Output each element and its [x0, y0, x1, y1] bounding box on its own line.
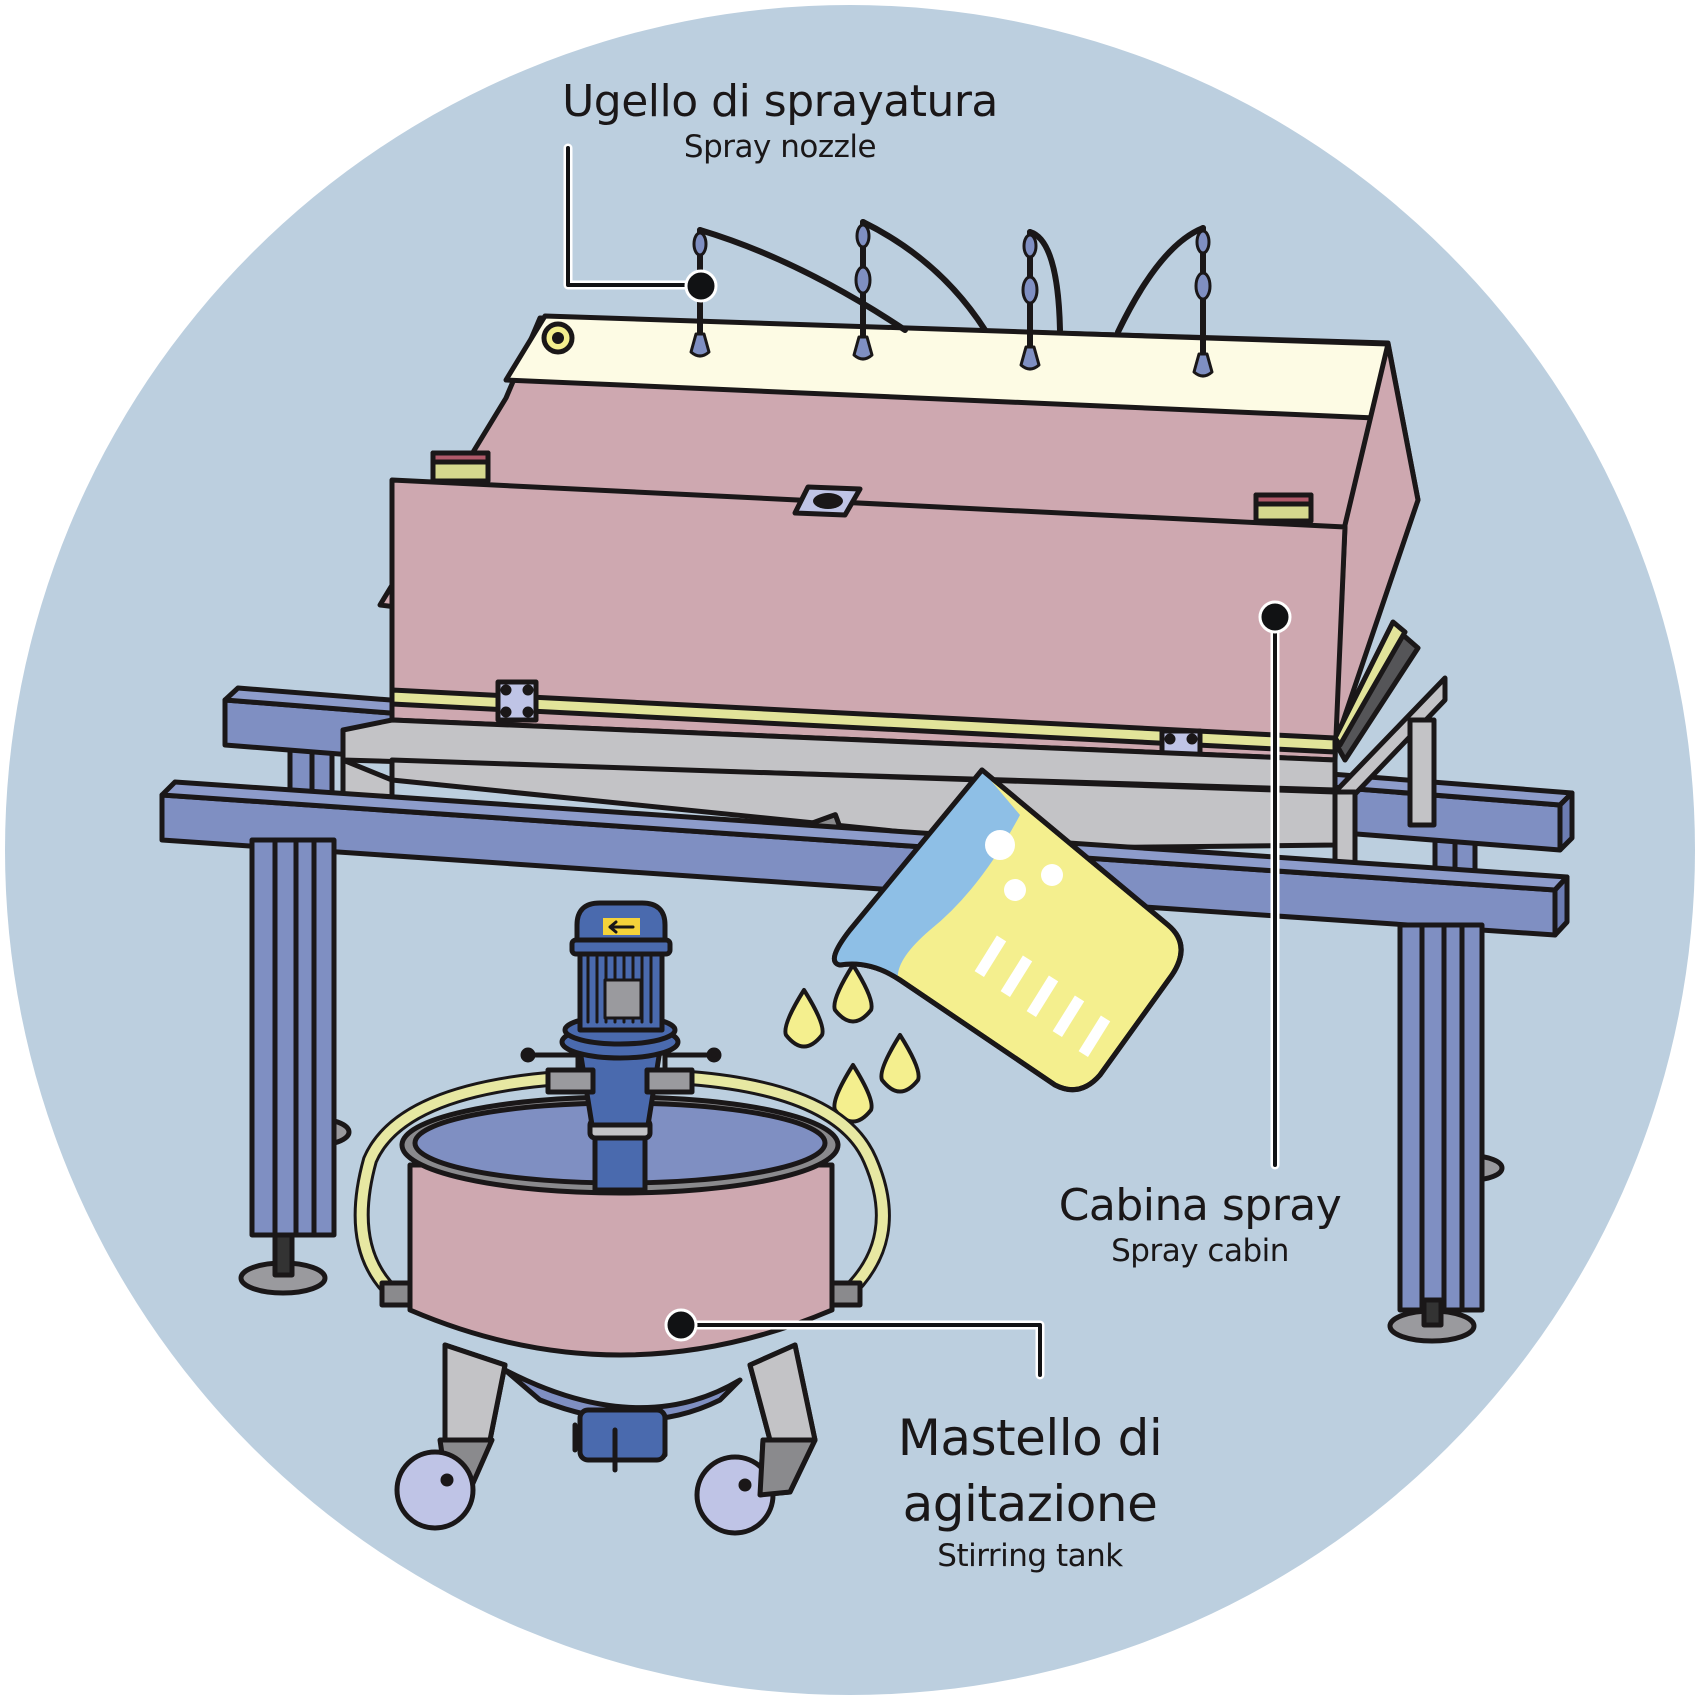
table-frame-front — [159, 779, 1570, 1344]
label-spray-cabin-italian: Cabina spray — [1058, 1180, 1342, 1231]
scale-mark — [1026, 975, 1059, 1017]
label-stirring-tank: Mastello di agitazione Stirring tank — [860, 1405, 1200, 1575]
nozzle-hose — [860, 219, 988, 333]
nozzle-tip — [689, 332, 711, 358]
table-leg — [249, 837, 337, 1238]
label-stirring-tank-italian-2: agitazione — [902, 1475, 1158, 1533]
droplet — [879, 1033, 921, 1094]
nozzle-tip — [852, 335, 874, 361]
scale-mark — [1052, 995, 1085, 1037]
tank-outlet — [577, 1407, 668, 1463]
spray-cabin — [377, 313, 1421, 774]
droplet — [832, 963, 874, 1024]
spray-nozzle — [1019, 229, 1063, 371]
pouring-beaker — [831, 767, 1184, 1093]
table-leg — [1397, 922, 1485, 1313]
valve-left — [520, 1047, 596, 1095]
agitator-motor — [569, 900, 673, 1033]
spray-nozzle — [852, 219, 988, 361]
liquid-droplets — [783, 963, 921, 1124]
callout-stirring-tank — [664, 1308, 1045, 1380]
scale-mark — [1078, 1015, 1111, 1057]
tray-top — [340, 717, 1338, 793]
valve-right — [644, 1047, 722, 1095]
nozzle-tip — [1192, 352, 1214, 378]
nozzle-hose — [697, 227, 908, 333]
label-spray-nozzle-english: Spray nozzle — [683, 129, 877, 165]
tray-bottom — [389, 757, 1338, 851]
caster-wheel — [394, 1449, 476, 1531]
scale-mark — [974, 935, 1007, 977]
label-spray-nozzle-italian: Ugello di sprayatura — [562, 76, 998, 127]
callout-spray-nozzle — [563, 143, 718, 303]
droplet — [832, 1063, 874, 1124]
droplet — [783, 988, 825, 1049]
stirring-tank — [353, 900, 891, 1536]
callouts — [563, 143, 1292, 1380]
label-spray-nozzle: Ugello di sprayatura Spray nozzle — [560, 76, 1000, 166]
rotation-arrow-icon — [608, 920, 635, 934]
cabin-gasket — [389, 687, 1338, 755]
label-stirring-tank-english: Stirring tank — [937, 1538, 1123, 1574]
beaker-scale-marks — [974, 935, 1111, 1057]
label-spray-cabin-english: Spray cabin — [1111, 1233, 1289, 1269]
scale-mark — [1000, 955, 1033, 997]
nozzle-tip — [1019, 345, 1041, 371]
label-stirring-tank-italian-1: Mastello di — [897, 1409, 1163, 1467]
spray-nozzle — [1115, 225, 1214, 378]
label-spray-cabin: Cabina spray Spray cabin — [1030, 1180, 1370, 1270]
drain-tray — [340, 675, 1448, 875]
callout-spray-cabin — [1258, 600, 1292, 1170]
nozzle-hose — [1027, 229, 1063, 333]
beaker-liquid-blue — [834, 770, 1020, 980]
nozzle-hose — [1115, 225, 1206, 335]
